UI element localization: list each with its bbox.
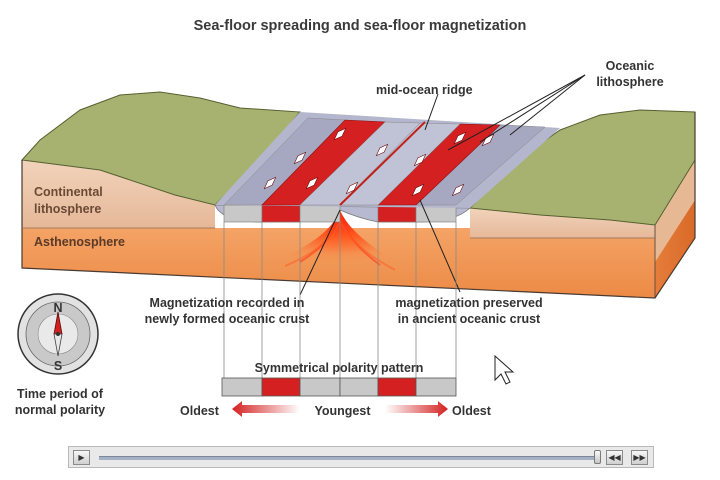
arrow-left-oldest (232, 401, 300, 417)
age-arrows (232, 401, 448, 417)
rewind-button[interactable]: ◀◀ (606, 450, 623, 465)
oldest-right-label: Oldest (452, 404, 491, 418)
symmetrical-pattern-label: Symmetrical polarity pattern (254, 361, 424, 375)
mid-ocean-ridge-label: mid-ocean ridge (376, 83, 473, 97)
polarity-pattern-bar (221, 377, 457, 397)
play-button[interactable]: ▶ (73, 450, 90, 465)
continental-lithosphere-label: Continental lithosphere (34, 185, 103, 216)
legend-normal-polarity: Time period of normal polarity (14, 387, 106, 417)
progress-track[interactable] (99, 456, 597, 460)
compass-north-label: N (53, 301, 63, 315)
progress-thumb[interactable] (594, 450, 601, 464)
oldest-left-label: Oldest (180, 404, 219, 418)
continental-lithosphere-left (22, 160, 215, 228)
rewind-icon: ◀◀ (608, 453, 621, 462)
diagram-title: Sea-floor spreading and sea-floor magnet… (193, 18, 527, 34)
polarity-drop-lines (223, 222, 457, 378)
compass-south-label: S (53, 359, 63, 373)
continental-surface-left (20, 91, 302, 206)
magnetization-arrows (263, 127, 495, 197)
asthenosphere-label: Asthenosphere (34, 235, 125, 249)
right-face-lithosphere (655, 160, 695, 262)
magnetization-recorded-label: Magnetization recorded in newly formed o… (144, 296, 310, 326)
play-icon: ▶ (78, 453, 85, 462)
mouse-pointer-icon (494, 354, 515, 385)
ridge-axis (339, 121, 426, 206)
leader-lines (299, 74, 586, 296)
oceanic-lithosphere-label: Oceanic lithosphere (596, 59, 664, 89)
compass-icon (17, 293, 99, 375)
fast-forward-icon: ▶▶ (633, 453, 646, 462)
magnetization-preserved-label: magnetization preserved in ancient ocean… (395, 296, 543, 326)
fast-forward-button[interactable]: ▶▶ (631, 450, 648, 465)
continental-lithosphere-right (470, 208, 655, 238)
right-face-asthenosphere (655, 200, 695, 298)
arrow-right-oldest (385, 401, 448, 417)
animation-player-bar: ▶ ◀◀ ▶▶ (68, 446, 654, 468)
youngest-label: Youngest (314, 404, 371, 418)
